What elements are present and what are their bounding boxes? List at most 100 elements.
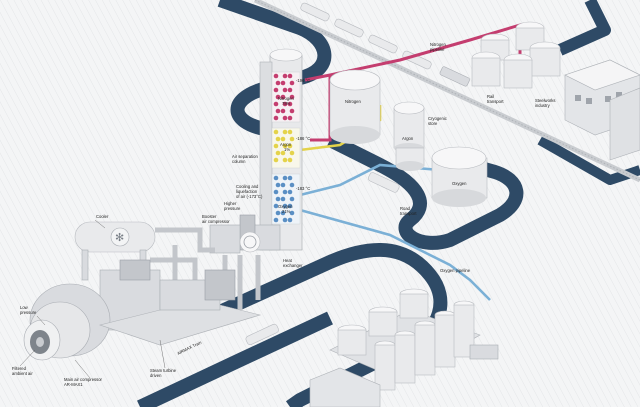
label-cooling-liquefaction-line: of air (-173°C) [236, 194, 263, 199]
label-nitrogen-tank-line: Nitrogen [345, 99, 361, 104]
oxygen-molecule [280, 182, 286, 188]
oxygen-molecule [287, 189, 293, 195]
nitrogen-molecule [289, 80, 295, 86]
nitrogen-molecule [287, 73, 293, 79]
argon-molecule [273, 143, 279, 149]
nitrogen-molecule [282, 101, 288, 107]
label-argon-tank-line: Argon [402, 136, 414, 141]
label-steam-turbine-line: Steam turbine [150, 368, 177, 373]
column-gas-label: 1% [284, 147, 290, 152]
cooler-snowflake-icon: ✻ [115, 232, 124, 244]
label-air-separation-column-line: Air separation [232, 154, 259, 159]
label-nitrogen-pipeline-line: Nitrogen [430, 42, 446, 47]
column-molecules [273, 73, 295, 223]
nitrogen-molecule [275, 80, 281, 86]
label-leader-line [36, 315, 46, 326]
label-booster-compressor-line: Booster [202, 214, 217, 219]
label-cooling-liquefaction-line: liquefaction [236, 189, 258, 194]
road-right-loop [326, 133, 524, 250]
label-leader-line [159, 339, 166, 369]
nitrogen-molecule [287, 87, 293, 93]
argon-molecule [287, 143, 293, 149]
nitrogen-molecule [287, 101, 293, 107]
label-filtered-ambient-air-line: Filtered [12, 366, 27, 371]
argon-molecule [282, 143, 288, 149]
column-gas-label: Argon [280, 142, 292, 147]
label-oxygen-pipeline: Oxygen pipeline [440, 268, 471, 273]
oxygen-molecule [289, 182, 295, 188]
argon-molecule [282, 157, 288, 163]
road-tanker-truck-lower [245, 323, 279, 346]
oxygen-molecule [273, 203, 279, 209]
argon-molecule [289, 136, 295, 142]
argon-molecule [289, 150, 295, 156]
nitrogen-molecule [289, 108, 295, 114]
bottom-building [309, 367, 381, 407]
label-cooling-liquefaction-line: Cooling and [236, 184, 259, 189]
steam-turbine [98, 269, 262, 346]
label-heat-exchanger-line: exchanger [283, 263, 303, 268]
oxygen-molecule [275, 210, 281, 216]
nitrogen-molecule [282, 87, 288, 93]
oxygen-molecule [280, 196, 286, 202]
oxygen-molecule [287, 217, 293, 223]
label-air-separation-column-line: column [232, 159, 246, 164]
road-bottom-left [137, 311, 333, 407]
column-gas-label: 78% [282, 101, 291, 106]
column-gas-label: 21% [282, 209, 291, 214]
oxygen-molecule [282, 217, 288, 223]
steel-storage-tanks [471, 21, 561, 89]
label-leader-line [19, 349, 36, 367]
argon-molecule [273, 157, 279, 163]
label-cooler: Cooler [96, 214, 109, 219]
column-gas-label: Nitrogen [278, 96, 294, 101]
label-cryogenic-store-line: store [428, 121, 438, 126]
oxygen-molecule [282, 175, 288, 181]
label-leader-line [94, 219, 106, 229]
argon-tank [393, 101, 425, 171]
oxygen-molecule [273, 189, 279, 195]
label-rail-transport-line: Rail [487, 94, 494, 99]
label-oxygen-pipeline-line: Oxygen pipeline [440, 268, 471, 273]
label-nitrogen-pipeline-line: pipeline [430, 47, 445, 52]
column-temperature: -186 °C [296, 136, 310, 141]
oxygen-molecule [287, 175, 293, 181]
oxygen-molecule [282, 189, 288, 195]
column-temperature: -196 °C [296, 78, 310, 83]
label-filtered-ambient-air-line: ambient air [12, 371, 33, 376]
nitrogen-molecule [273, 87, 279, 93]
railway [253, 0, 640, 183]
column-gas-label: Oxygen [278, 204, 293, 209]
nitrogen-molecule [280, 108, 286, 114]
argon-molecule [287, 129, 293, 135]
label-main-compressor-line: AR-MAX1 [64, 382, 83, 387]
nitrogen-molecule [273, 115, 279, 121]
argon-molecule [273, 129, 279, 135]
oxygen-molecule [282, 203, 288, 209]
column-temperature: -183 °C [296, 186, 310, 191]
label-leader-line [74, 359, 91, 379]
nitrogen-molecule [282, 73, 288, 79]
rail-tanker-train [300, 2, 470, 87]
label-steam-turbine-line: driven [150, 373, 162, 378]
bottom-tank-farm [329, 288, 499, 391]
argon-molecule [287, 157, 293, 163]
nitrogen-molecule [280, 80, 286, 86]
oxygen-molecule [287, 203, 293, 209]
label-booster-compressor-line: air compressor [202, 219, 230, 224]
label-main-compressor-line: Main air compressor [64, 377, 103, 382]
label-nitrogen-tank: Nitrogen [345, 99, 361, 104]
